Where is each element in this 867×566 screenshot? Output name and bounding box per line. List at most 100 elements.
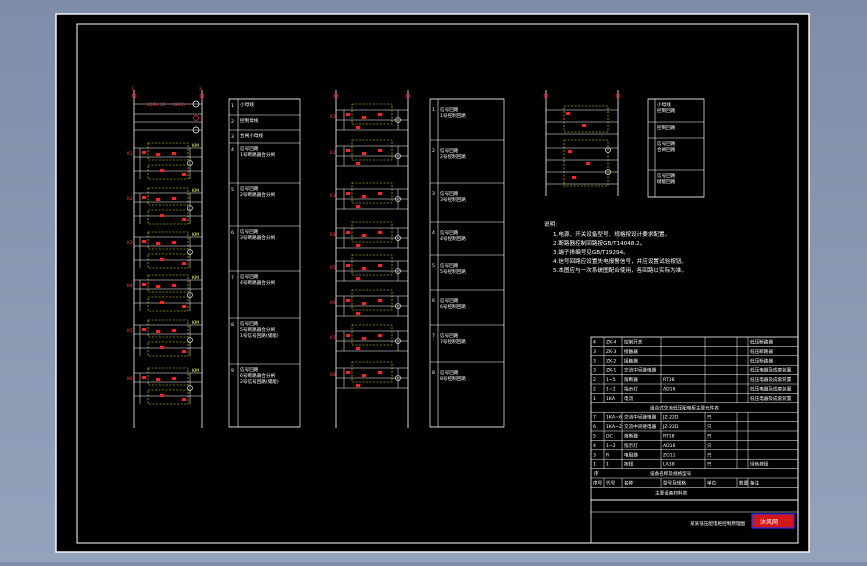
table-cell: 5: [593, 434, 596, 440]
table-cell: AD16: [663, 387, 676, 393]
contact-mark: [568, 150, 572, 153]
table-cell: 信号回路: [440, 190, 459, 197]
row-number: 3: [432, 191, 435, 197]
device-box: [563, 105, 609, 133]
coil: [395, 338, 401, 344]
contact-mark: [142, 283, 146, 286]
device-box: [351, 289, 393, 311]
bus-terminal: [333, 93, 339, 99]
component-tag: K3: [127, 240, 133, 246]
table-cell: R: [606, 452, 610, 458]
table-cell: 控制回路: [657, 124, 676, 131]
table-cell: 控制回路: [657, 107, 676, 114]
indicator-lamp: [192, 126, 200, 134]
contact-mark: [156, 330, 160, 333]
contact-mark: [362, 152, 366, 155]
component-tag: K5: [330, 265, 336, 271]
table-cell: 低压断路器: [750, 339, 773, 346]
table-cell: 2号信号回路(储能): [240, 378, 279, 385]
table-cell: 指示灯: [624, 386, 638, 393]
table-cell: 只: [707, 415, 712, 421]
row-number: 7: [231, 275, 234, 281]
contact-mark: [160, 169, 164, 172]
component-tag: K6: [330, 300, 336, 306]
component-tag: KM: [192, 368, 199, 374]
table-cell: 5号控制回路: [440, 268, 466, 275]
table-cell: 熔断器: [624, 376, 638, 383]
device-box: [147, 296, 189, 312]
contact-mark: [172, 197, 176, 200]
contact-mark: [172, 329, 176, 332]
contact-mark: [346, 192, 350, 195]
legend-table-a: 小母线1控制母线2合闸小母线3信号回路1号断路器合分闸4信号回路2号断路器合分闸…: [228, 98, 301, 428]
coil: [605, 147, 611, 153]
device-box: [147, 274, 189, 293]
row-number: 2: [231, 119, 234, 125]
coil: [395, 268, 401, 274]
table-cell: 只: [707, 462, 712, 468]
table-cell: 1: [606, 462, 609, 468]
contact-mark: [156, 153, 160, 156]
coil: [187, 292, 193, 298]
table-section-title: 组合式交流低压配电柜主要元件表: [650, 404, 719, 411]
bus-label-1: 220V 10: [147, 102, 166, 108]
component-tag: KM: [192, 188, 199, 194]
component-tag: KM: [192, 143, 199, 149]
contact-mark: [172, 377, 176, 380]
table-cell: 交流中间继电器: [624, 367, 657, 374]
contact-mark: [182, 305, 186, 308]
table-cell: ZK-1: [606, 368, 616, 374]
indicator-lamp: [192, 100, 200, 108]
contact-mark: [356, 277, 360, 280]
component-tag: K5: [127, 328, 133, 334]
device-box: [147, 253, 189, 269]
table-cell: 控制开关: [624, 339, 643, 346]
table-cell: 4: [593, 443, 596, 449]
table-cell: 按钮: [624, 461, 634, 468]
contact-mark: [378, 334, 382, 337]
row-number: 3: [231, 134, 234, 140]
table-cell: 1号信号回路(储能): [240, 332, 279, 339]
contact-mark: [362, 267, 366, 270]
table-cell: 低压断路器: [750, 348, 773, 355]
table-cell: 接触器: [624, 357, 638, 364]
row-number: 5: [432, 263, 435, 269]
contact-mark: [362, 195, 366, 198]
device-box: [147, 231, 189, 250]
table-cell: 信号回路: [240, 366, 259, 373]
contact-mark: [586, 162, 590, 165]
component-tag: KM: [192, 320, 199, 326]
contact-mark: [566, 112, 570, 115]
note-line: 2.断路器控制回路按GB/T14048.2。: [553, 239, 645, 247]
note-line: 3.端子排编号见GB/T19294。: [553, 248, 629, 256]
coil: [395, 375, 401, 381]
table-cell: 电流: [624, 395, 634, 402]
table-cell: 1号控制回路: [440, 112, 466, 119]
drawing-frame: [76, 23, 799, 544]
bus-label-2: 8A(1): [173, 102, 185, 108]
component-tag: K1: [330, 114, 336, 120]
contact-mark: [356, 205, 360, 208]
contact-mark: [142, 328, 146, 331]
device-box: [147, 367, 189, 386]
table-cell: 低压电器及成套装置: [750, 386, 792, 393]
table-cell: 信号回路: [440, 106, 459, 113]
title-block: 某某低压配电柜控制原理图 沐风网: [590, 499, 799, 544]
table-cell: 电阻器: [624, 451, 638, 458]
table-cell: 低压断路器: [750, 357, 773, 364]
coil: [395, 196, 401, 202]
contact-mark: [378, 299, 382, 302]
table-cell: 1KA~6: [606, 415, 622, 421]
contact-mark: [378, 231, 382, 234]
table-cell: 交流中间继电器: [624, 423, 657, 430]
table-cell: 接触器: [624, 348, 638, 355]
drawing-sheet: [55, 13, 810, 553]
table-cell: 1~5: [606, 377, 616, 383]
table-cell: 信号回路: [240, 228, 259, 235]
table-cell: 合闸小母线: [240, 132, 263, 139]
note-line: 4.信号回路应设置失电报警信号，并应设置试验按钮。: [553, 257, 687, 265]
table-cell: 绿色按钮: [750, 461, 769, 468]
device-box: [351, 103, 393, 125]
